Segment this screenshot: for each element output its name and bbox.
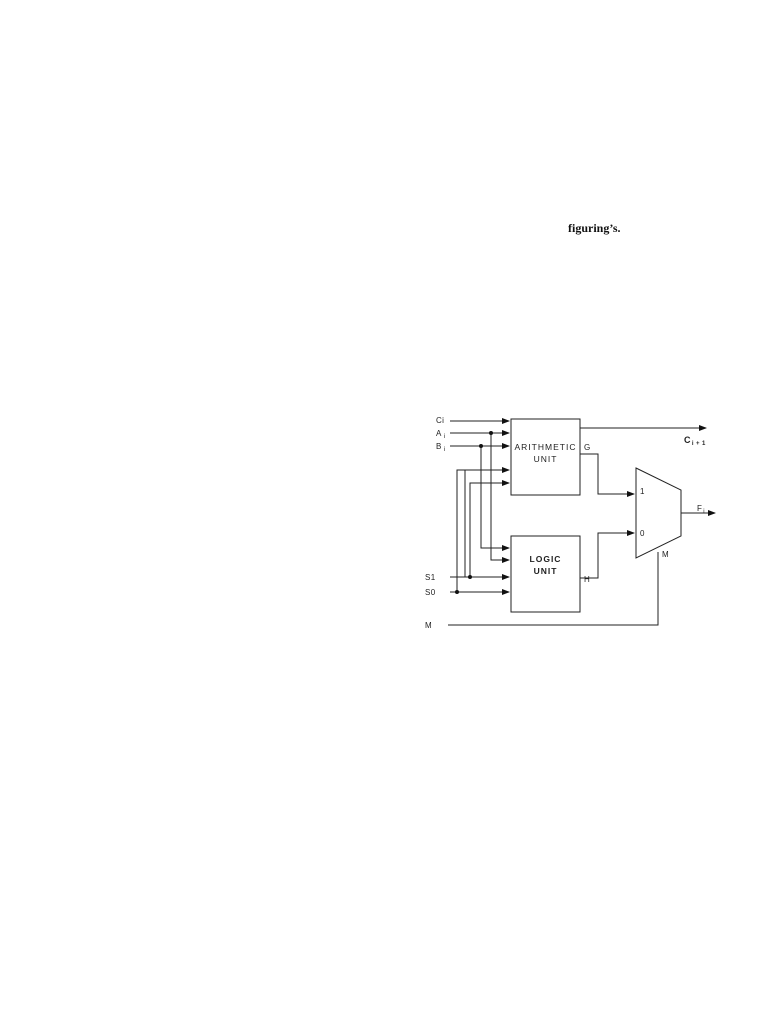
logic-unit-label-line2: UNIT (534, 566, 558, 576)
ai-branch (490, 433, 510, 563)
ci-label: Ci (436, 416, 444, 425)
arithmetic-unit-label-line2: UNIT (534, 454, 558, 464)
multiplexer (635, 467, 682, 559)
junction-dots (455, 431, 493, 594)
arithmetic-unit-label-line1: ARITHMETIC (515, 442, 577, 452)
bi-branch (480, 446, 510, 551)
logic-unit-label-line1: LOGIC (530, 554, 562, 564)
h-label: H (584, 575, 590, 584)
g-label: G (584, 443, 591, 452)
s0-label: S0 (425, 588, 436, 597)
s1-branch (469, 480, 510, 577)
mux-input-1-label: 1 (640, 487, 645, 496)
h-wire (580, 530, 635, 579)
s0-branch (456, 467, 510, 592)
s1-label: S1 (425, 573, 436, 582)
m-wire (448, 552, 659, 626)
arithmetic-unit-box (510, 418, 581, 496)
logic-unit-box (510, 535, 581, 613)
m-input-label: M (425, 621, 432, 630)
carry-out-label: Ci + 1 (684, 435, 706, 447)
f-out-label: Fi (697, 504, 705, 515)
g-wire (580, 453, 635, 497)
mux-input-0-label: 0 (640, 529, 645, 538)
mux-select-label: M (662, 550, 669, 559)
page-caption: figuring’s. (568, 221, 621, 235)
